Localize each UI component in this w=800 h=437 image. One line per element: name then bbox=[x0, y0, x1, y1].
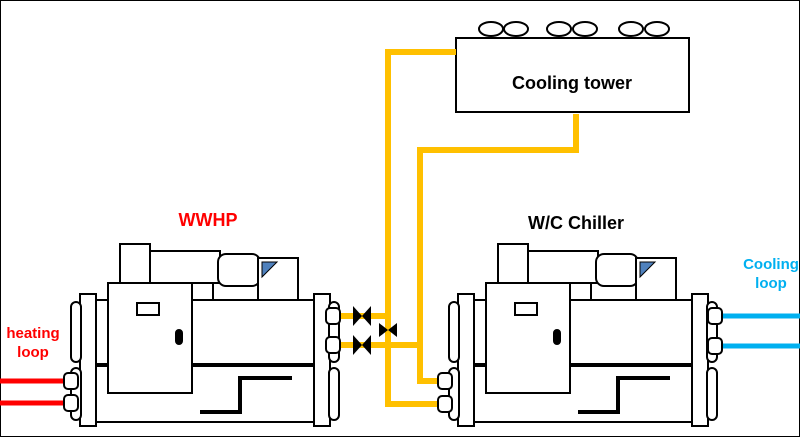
wwhp-compressor-nose bbox=[217, 253, 261, 287]
wwhp-nozzle bbox=[63, 394, 79, 412]
wwhp-left-waterbox-upper bbox=[70, 301, 82, 363]
wc-chiller-unit bbox=[437, 243, 723, 427]
valves bbox=[353, 306, 397, 355]
chiller-nozzle bbox=[437, 395, 453, 413]
bypass-valve-icon bbox=[379, 323, 397, 337]
heating-loop-pipes bbox=[0, 378, 64, 406]
chiller-display bbox=[514, 302, 538, 316]
wwhp-display bbox=[136, 302, 160, 316]
cooling-tower-label: Cooling tower bbox=[512, 73, 632, 93]
cooling-loop-label-line1: Cooling bbox=[743, 256, 799, 273]
valve-icon bbox=[353, 306, 371, 326]
chiller-refrigerant-line bbox=[578, 376, 670, 414]
chilled-water-pipes bbox=[722, 313, 800, 349]
chiller-compressor-nose bbox=[595, 253, 639, 287]
fan-icon bbox=[503, 21, 529, 37]
wwhp-panel-handle bbox=[175, 329, 183, 345]
condenser-pipe-return bbox=[417, 114, 579, 384]
cooling-tower-body bbox=[455, 37, 690, 113]
fan-icon bbox=[644, 21, 670, 37]
wwhp-nozzle bbox=[325, 307, 341, 325]
wwhp-unit bbox=[63, 243, 341, 427]
chiller-panel-handle bbox=[553, 329, 561, 345]
wwhp-compressor-motor bbox=[119, 243, 151, 285]
chiller-right-tubesheet bbox=[691, 293, 709, 427]
condenser-pipe-supply bbox=[385, 49, 456, 407]
chiller-compressor-motor bbox=[497, 243, 529, 285]
fan-icon bbox=[572, 21, 598, 37]
cooling-tower-fans bbox=[478, 21, 670, 37]
wwhp-left-tubesheet bbox=[79, 293, 97, 427]
wwhp-refrigerant-line bbox=[200, 376, 292, 414]
wwhp-nozzle bbox=[63, 372, 79, 390]
wwhp-panel-accent bbox=[261, 261, 279, 279]
chiller-right-waterbox-lower bbox=[706, 367, 718, 421]
heating-loop-label-line1: heating bbox=[6, 325, 59, 342]
wwhp-label: WWHP bbox=[179, 210, 238, 230]
wwhp-right-waterbox-lower bbox=[328, 367, 340, 421]
fan-icon bbox=[618, 21, 644, 37]
cooling-tower: Cooling tower bbox=[455, 21, 690, 113]
chiller-left-waterbox-upper bbox=[448, 301, 460, 363]
chiller-left-tubesheet bbox=[457, 293, 475, 427]
cooling-loop-label-line2: loop bbox=[755, 275, 787, 292]
chiller-nozzle bbox=[437, 372, 453, 390]
fan-icon bbox=[478, 21, 504, 37]
heating-loop-label-line2: loop bbox=[17, 344, 49, 361]
wwhp-compressor bbox=[149, 250, 221, 284]
wwhp-nozzle bbox=[325, 336, 341, 354]
valve-icon bbox=[353, 335, 371, 355]
chiller-nozzle bbox=[707, 337, 723, 355]
fan-icon bbox=[546, 21, 572, 37]
chiller-compressor bbox=[527, 250, 599, 284]
chiller-nozzle bbox=[707, 307, 723, 325]
chiller-panel-accent bbox=[639, 261, 657, 279]
wc-chiller-label: W/C Chiller bbox=[528, 213, 624, 233]
